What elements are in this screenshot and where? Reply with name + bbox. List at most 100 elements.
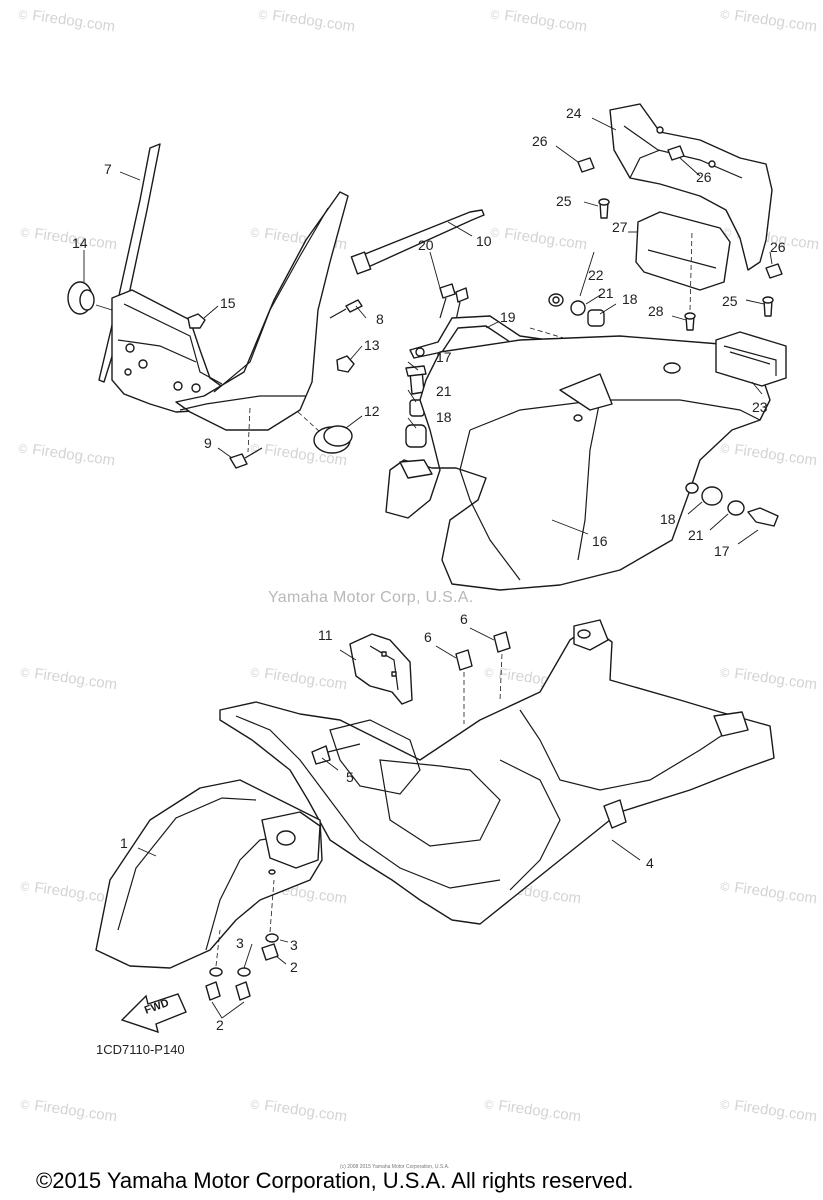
- watermark-symbol: ©: [250, 441, 261, 456]
- watermark: ©Firedog.com: [18, 441, 117, 469]
- panel-boss: [573, 619, 609, 651]
- bolt-hole: [173, 381, 183, 391]
- part-11-bracket: [349, 633, 413, 705]
- forward-direction-arrow: FWD: [120, 993, 187, 1034]
- watermark-symbol: ©: [18, 441, 29, 456]
- part-3-washer: [265, 933, 279, 943]
- callout-13: 13: [364, 337, 380, 353]
- part-25-screw: [598, 198, 610, 219]
- leader-line: [321, 757, 339, 771]
- assembly-line: [689, 231, 693, 311]
- callout-10: 10: [476, 233, 492, 249]
- leader-line: [429, 251, 441, 289]
- leader-line: [751, 381, 763, 395]
- callouts: 7 14 15 8 13 12 9 10 20 19 17 21 18 22 2…: [72, 105, 786, 1033]
- leader-line: [679, 157, 701, 177]
- bolt-hole: [191, 383, 201, 393]
- watermark: ©Firedog.com: [720, 665, 819, 693]
- callout-21: 21: [688, 527, 704, 543]
- watermark-text: Firedog.com: [497, 1097, 582, 1125]
- part-3-washer: [209, 967, 223, 977]
- assembly-line: [269, 879, 275, 933]
- bolt-hole: [577, 629, 591, 639]
- assembly-line: [247, 407, 251, 453]
- watermark-text: Firedog.com: [733, 1097, 818, 1125]
- part-4-floor-panel: [219, 619, 775, 925]
- bolt-hole: [573, 414, 583, 422]
- leader-line: [585, 293, 603, 305]
- leader-line: [339, 649, 357, 661]
- leader-line: [485, 321, 499, 329]
- part-20-clamp: [439, 283, 469, 321]
- watermark: ©Firedog.com: [250, 665, 349, 693]
- callout-11: 11: [318, 627, 333, 643]
- callout-26: 26: [532, 133, 548, 149]
- part-26-clip: [577, 157, 595, 173]
- callout-16: 16: [592, 533, 608, 549]
- callout-22: 22: [588, 267, 604, 283]
- footer-copyright: ©2015 Yamaha Motor Corporation, U.S.A. A…: [36, 1168, 633, 1193]
- watermark: ©Firedog.com: [20, 225, 119, 253]
- part-6-clip: [493, 631, 511, 653]
- assembly-line: [215, 929, 221, 967]
- leader-line: [345, 415, 363, 429]
- fender-bracket: [399, 459, 433, 479]
- part-8-screw: [329, 299, 363, 319]
- watermark-symbol: ©: [722, 225, 733, 240]
- watermark: ©Firedog.com: [250, 1097, 349, 1125]
- watermark-text: Firedog.com: [503, 7, 588, 35]
- part-6-clip: [455, 649, 473, 671]
- watermark-text: Firedog.com: [263, 1097, 348, 1125]
- part-2-screw: [261, 943, 279, 961]
- watermark-symbol: ©: [720, 441, 731, 456]
- leader-line: [407, 417, 417, 429]
- watermark-symbol: ©: [250, 225, 261, 240]
- callout-4: 4: [646, 855, 654, 871]
- watermark-symbol: ©: [720, 665, 731, 680]
- watermark-text: Firedog.com: [733, 665, 818, 693]
- leader-lines: [83, 117, 773, 1019]
- callout-27: 27: [612, 219, 628, 235]
- part-15-nut: [187, 313, 206, 329]
- leader-line: [447, 221, 473, 237]
- watermark-symbol: ©: [258, 7, 269, 22]
- watermark-symbol: ©: [250, 665, 261, 680]
- leader-line: [579, 251, 595, 297]
- diagram-code: 1CD7110-P140: [96, 1042, 185, 1057]
- watermark-symbol: ©: [20, 879, 31, 894]
- watermark: ©Firedog.com: [720, 1097, 819, 1125]
- part-5-screw: [311, 743, 361, 765]
- watermark: ©Firedog.com: [720, 879, 819, 907]
- leader-line: [469, 627, 495, 641]
- leader-line: [709, 513, 729, 531]
- callout-18: 18: [622, 291, 638, 307]
- watermark-symbol: ©: [490, 7, 501, 22]
- part-9-screw: [229, 447, 263, 469]
- watermark-symbol: ©: [20, 225, 31, 240]
- watermark-text: Firedog.com: [503, 225, 588, 253]
- callout-26: 26: [770, 239, 786, 255]
- watermark-symbol: ©: [484, 665, 495, 680]
- watermark: ©Firedog.com: [20, 665, 119, 693]
- part-17-bolt-b: [747, 507, 779, 527]
- leader-line: [279, 939, 289, 943]
- center-watermark: Yamaha Motor Corp, U.S.A.: [268, 589, 474, 606]
- watermark-text: Firedog.com: [31, 441, 116, 469]
- watermark-text: Firedog.com: [733, 879, 818, 907]
- part-13-nut: [336, 355, 355, 373]
- watermark-symbol: ©: [20, 1097, 31, 1112]
- bolt-hole: [663, 362, 681, 374]
- bolt-hole: [125, 343, 135, 353]
- bolt-hole: [268, 869, 276, 875]
- watermark-text: Firedog.com: [33, 1097, 118, 1125]
- leader-line: [137, 847, 157, 857]
- part-21-collar: [570, 300, 586, 316]
- callout-9: 9: [204, 435, 212, 451]
- leader-line: [671, 315, 687, 321]
- watermark-symbol: ©: [484, 1097, 495, 1112]
- part-27-plate: [635, 211, 731, 291]
- bolt-hole: [685, 482, 699, 494]
- part-3-washer: [237, 967, 251, 977]
- leader-line: [203, 305, 219, 319]
- watermark: ©Firedog.com: [720, 7, 819, 35]
